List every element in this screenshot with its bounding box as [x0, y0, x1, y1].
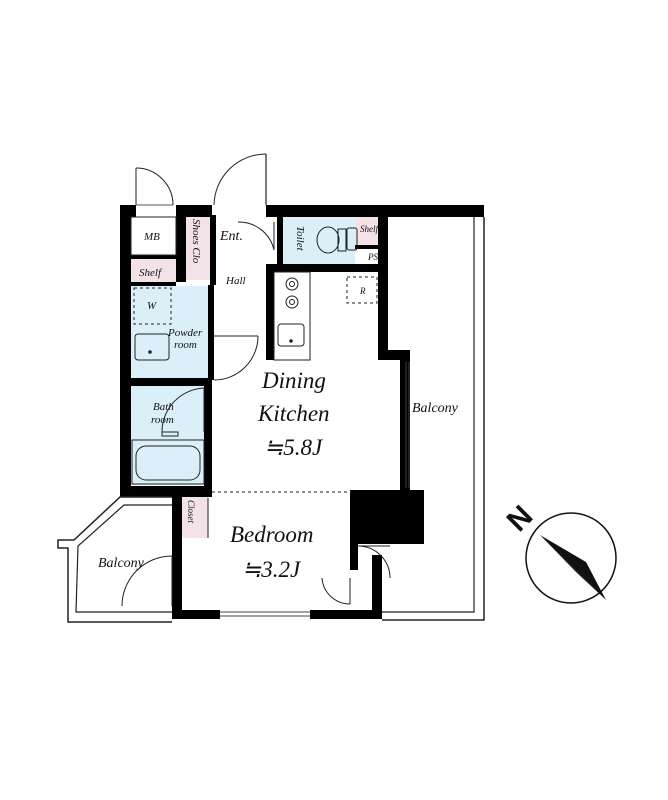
shelf-divider [131, 282, 176, 286]
compass: N [501, 499, 617, 604]
wet-divider-left [176, 215, 186, 282]
mb-divider [131, 255, 176, 259]
shelf-top-label: Shelf [360, 224, 379, 234]
powder-right-wall [208, 285, 214, 380]
ps-wall [355, 245, 379, 249]
balcony-door-swing [121, 555, 173, 607]
toilet-left-wall [277, 215, 283, 270]
toilet-label: Toilet [294, 226, 306, 252]
powder-room-label-1: Powder [167, 327, 203, 339]
washer-space [133, 287, 172, 325]
bedroom-left-wall [172, 486, 182, 618]
powder-room-label-2: room [174, 339, 197, 351]
mb-door-swing [135, 167, 174, 206]
bathtub-icon [131, 439, 205, 485]
dk-right-wall-lower [400, 350, 410, 490]
shoes-closet-label: Shoes Clo [190, 219, 202, 264]
shower-icon [161, 431, 179, 437]
bath-door-swing [161, 387, 205, 433]
bathroom-label-2: room [151, 414, 174, 426]
balcony-left-label: Balcony [98, 556, 145, 571]
dk-right-notch [378, 350, 410, 360]
entrance-door-swing [213, 153, 267, 206]
balcony-right-outline [382, 217, 485, 621]
shelf-top-area [355, 215, 379, 245]
washbasin-icon [134, 333, 170, 361]
bedroom-window [220, 611, 310, 617]
bath-top-wall [131, 378, 212, 386]
shoes-closet-area [186, 215, 212, 280]
bedroom-door-swing [321, 545, 391, 605]
shoes-divider [210, 215, 216, 285]
dk-area-label: ≒5.8J [264, 435, 324, 460]
ps-label: PS [367, 252, 378, 262]
bedroom-right-wall [350, 540, 358, 570]
refrigerator-label: R [359, 286, 366, 296]
top-wall-right [266, 205, 484, 217]
mb-area [131, 215, 176, 255]
toilet-bowl-icon [316, 226, 347, 254]
bottom-wall-right [310, 610, 382, 619]
balcony-left-outline [57, 496, 172, 623]
wet-area-bottom-wall [120, 486, 212, 497]
kitchen-label: Kitchen [257, 401, 330, 426]
bathroom-label-1: Bath [153, 401, 174, 413]
washer-label: W [147, 300, 157, 312]
mb-outline [130, 216, 177, 256]
kitchen-left-wall [266, 264, 274, 360]
powder-door-swing [213, 335, 259, 381]
hall-door-swing [237, 221, 275, 251]
refrigerator-space [346, 276, 378, 304]
dk-right-wall-upper [378, 217, 388, 354]
left-outer-wall [120, 205, 131, 497]
closet-area [182, 496, 208, 538]
bedroom-area-label: ≒3.2J [242, 557, 302, 582]
entrance-label: Ent. [219, 229, 243, 244]
bath-right-wall [204, 386, 212, 486]
top-wall-mid [176, 205, 212, 217]
dk-window [405, 362, 410, 488]
stove-icon [285, 277, 299, 309]
bedroom-label: Bedroom [230, 522, 313, 547]
sink-icon [277, 323, 305, 347]
dining-label: Dining [261, 368, 326, 393]
balcony-right-label: Balcony [412, 401, 459, 416]
hall-label: Hall [225, 275, 246, 287]
closet-label: Closet [186, 500, 196, 524]
shelf-left-label: Shelf [139, 267, 163, 279]
column [350, 490, 424, 544]
toilet-area [283, 215, 355, 265]
balcony-side-wall [372, 555, 382, 619]
toilet-bottom-wall [266, 264, 388, 272]
kitchen-counter [273, 271, 311, 361]
mb-label: MB [143, 231, 160, 243]
shelf-left-area [131, 258, 176, 284]
toilet-sink-icon [346, 227, 358, 251]
bottom-wall-left [172, 610, 220, 619]
